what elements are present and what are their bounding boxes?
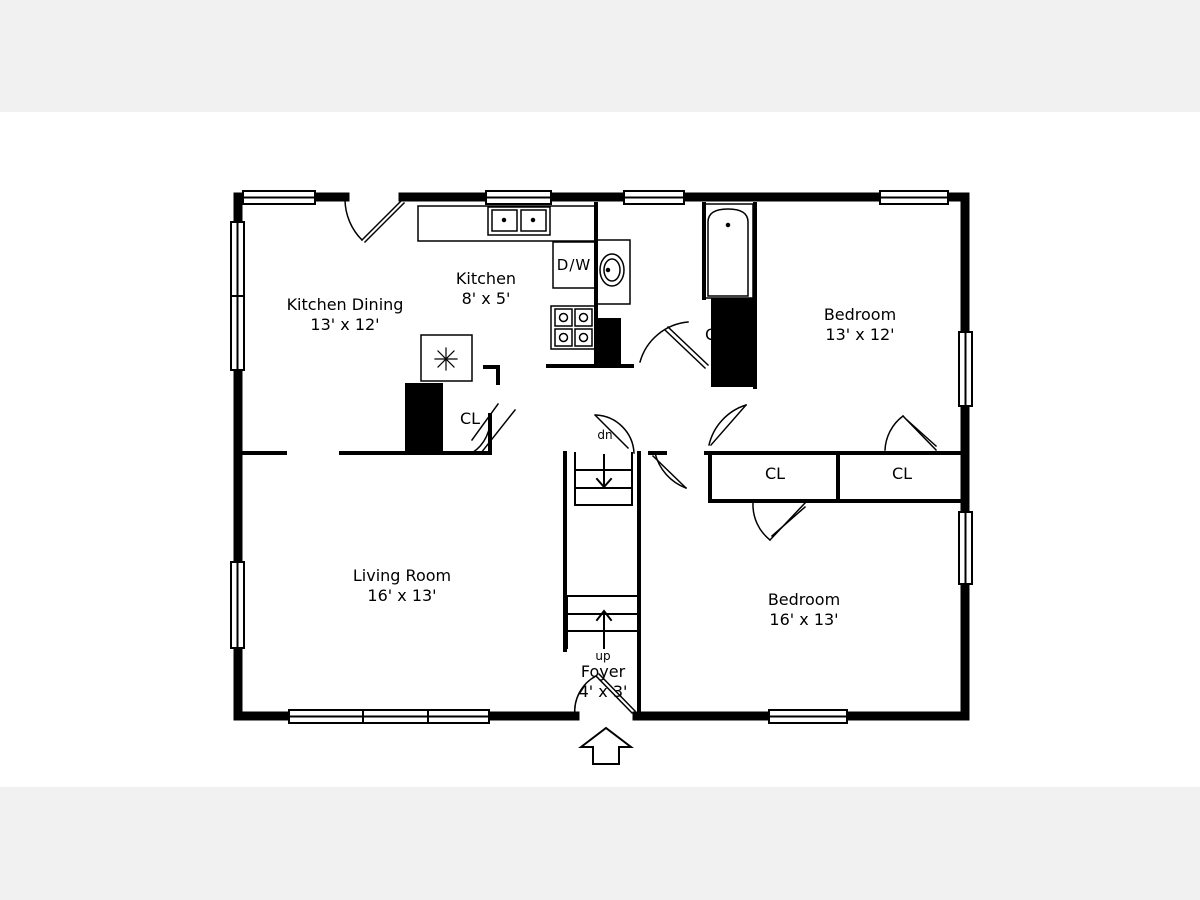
window-bottom-bedroom [768,709,848,724]
bottom-margin-band [0,787,1200,900]
bathtub-icon [702,203,754,299]
room-name: Foyer [580,662,626,681]
stairs-up-label: up [595,649,611,663]
room-name: Kitchen Dining [286,295,404,314]
window-top-right [879,190,949,205]
kitchen-label: Kitchen 8' x 5' [431,269,541,309]
room-name: Bedroom [823,305,897,324]
bathroom-vanity-sink-icon [595,239,631,305]
room-name: Bedroom [767,590,841,609]
closet-label-dining: CL [459,409,481,428]
window-top-left [242,190,316,205]
kitchen-counter [417,205,597,242]
kitchen-dining-label: Kitchen Dining 13' x 12' [262,295,428,335]
top-margin-band [0,0,1200,112]
door-front-entry [573,672,637,717]
door-bedroom-1 [708,403,748,447]
foyer-label: Foyer 4' x 3' [558,662,648,702]
doors [344,198,938,717]
door-lower-closet-right [884,414,938,452]
room-dimensions: 8' x 5' [461,289,511,308]
kitchen-sink-icon [487,206,551,236]
closet-label-upper: CL [704,325,726,344]
door-back-entry [344,198,406,244]
room-dimensions: 16' x 13' [367,586,437,605]
dishwasher-label: D/W [556,256,592,274]
window-top-kitchen [485,190,552,205]
room-name: Kitchen [455,269,517,288]
door-lower-closet-left [752,501,807,542]
closet-label-lower-left: CL [764,464,786,483]
window-left-lower [230,561,245,649]
interior-walls [242,202,962,718]
room-dimensions: 13' x 12' [825,325,895,344]
bedroom-upper-label: Bedroom 13' x 12' [800,305,920,345]
exterior-walls [233,192,970,721]
solid-wall-blocks [405,298,755,453]
window-right-lower [958,511,973,585]
door-stair [593,413,635,454]
door-upper-closet [639,321,710,370]
closet-label-lower-right: CL [891,464,913,483]
window-bottom-living [288,709,490,724]
stairs-up [566,595,639,649]
window-right-upper [958,331,973,407]
stairs-down [574,452,633,506]
window-left-upper [230,221,245,371]
living-room-label: Living Room 16' x 13' [332,566,472,606]
door-dining-closet [470,402,517,455]
stove-icon [550,305,597,350]
room-dimensions: 13' x 12' [310,315,380,334]
stairs-down-label: dn [597,428,613,442]
room-dimensions: 16' x 13' [769,610,839,629]
windows [230,190,973,724]
refrigerator-icon [420,334,473,382]
door-bedroom-2 [651,452,688,490]
window-top-center [623,190,685,205]
room-name: Living Room [352,566,452,585]
bedroom-lower-label: Bedroom 16' x 13' [744,590,864,630]
entry-arrow-icon [578,726,634,765]
room-dimensions: 4' x 3' [578,682,628,701]
